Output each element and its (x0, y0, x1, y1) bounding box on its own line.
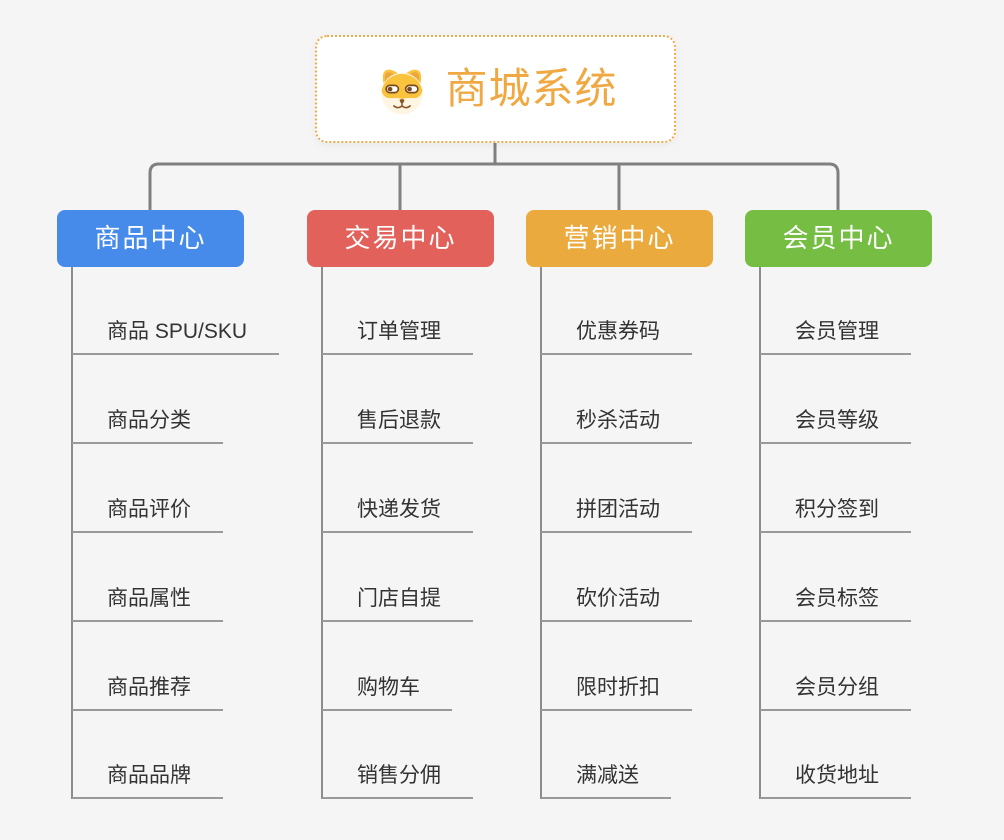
branch-node-marketing-center[interactable]: 营销中心 (526, 210, 713, 267)
leaf-item[interactable]: 砍价活动 (541, 585, 692, 622)
leaf-item[interactable]: 会员标签 (760, 585, 911, 622)
leaf-item[interactable]: 积分签到 (760, 496, 911, 533)
bus-connector (148, 162, 840, 212)
leaf-item[interactable]: 商品品牌 (72, 762, 223, 799)
root-title: 商城系统 (445, 65, 618, 112)
leaf-item[interactable]: 快递发货 (322, 496, 473, 533)
leaf-item[interactable]: 优惠券码 (541, 318, 692, 355)
leaf-item[interactable]: 满减送 (541, 762, 671, 799)
leaf-item[interactable]: 门店自提 (322, 585, 473, 622)
leaf-item[interactable]: 会员管理 (760, 318, 911, 355)
leaf-item[interactable]: 秒杀活动 (541, 407, 692, 444)
leaf-item[interactable]: 商品推荐 (72, 674, 223, 711)
leaf-item[interactable]: 售后退款 (322, 407, 473, 444)
leaf-item[interactable]: 商品分类 (72, 407, 223, 444)
leaf-item[interactable]: 订单管理 (322, 318, 473, 355)
leaf-item[interactable]: 收货地址 (760, 762, 911, 799)
branch-node-member-center[interactable]: 会员中心 (745, 210, 932, 267)
leaf-item[interactable]: 商品属性 (72, 585, 223, 622)
branch-node-product-center[interactable]: 商品中心 (57, 210, 244, 267)
leaf-item[interactable]: 会员分组 (760, 674, 911, 711)
dog-face-icon (373, 61, 431, 117)
leaf-item[interactable]: 会员等级 (760, 407, 911, 444)
leaf-item[interactable]: 限时折扣 (541, 674, 692, 711)
leaf-item[interactable]: 购物车 (322, 674, 452, 711)
branch-node-trade-center[interactable]: 交易中心 (307, 210, 494, 267)
leaf-item[interactable]: 拼团活动 (541, 496, 692, 533)
leaf-item[interactable]: 商品评价 (72, 496, 223, 533)
leaf-item[interactable]: 商品 SPU/SKU (72, 318, 280, 355)
leaf-item[interactable]: 销售分佣 (322, 762, 473, 799)
root-node[interactable]: 商城系统 (315, 35, 676, 143)
